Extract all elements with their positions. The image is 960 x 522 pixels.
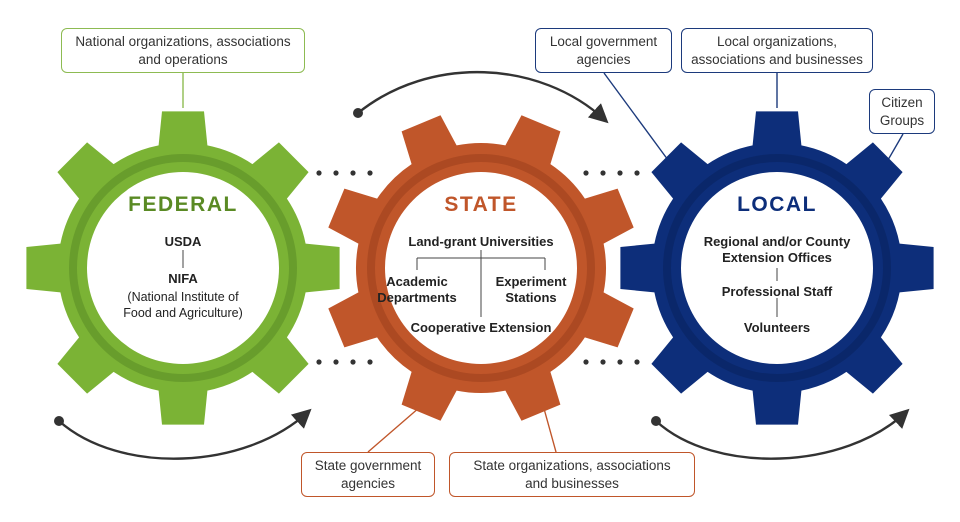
- local-extension-offices: Regional and/or County Extension Offices: [703, 234, 851, 265]
- federal-nifa-full: (National Institute of Food and Agricult…: [123, 290, 243, 320]
- state-academic-departments: Academic Departments: [377, 274, 457, 305]
- callout-local-government: Local government agencies: [535, 28, 672, 73]
- state-universities: Land-grant Universities: [408, 234, 554, 249]
- gear-internal-lines: [182, 250, 778, 317]
- rotation-arrows: [54, 71, 910, 460]
- federal-usda: USDA: [164, 234, 202, 249]
- callout-state-organizations: State organizations, associations and bu…: [449, 452, 695, 497]
- state-experiment-stations: Experiment Stations: [495, 274, 567, 305]
- local-title: LOCAL: [737, 193, 817, 216]
- callout-connectors: [182, 72, 904, 453]
- callout-state-government: State government agencies: [301, 452, 435, 497]
- state-title: STATE: [444, 193, 518, 216]
- callout-national-organizations: National organizations, associations and…: [61, 28, 305, 73]
- bottom-right-rotation-arrow: [651, 408, 910, 460]
- federal-title: FEDERAL: [128, 193, 238, 216]
- federal-nifa: NIFA: [168, 271, 198, 286]
- top-rotation-arrow: [353, 71, 609, 124]
- local-volunteers: Volunteers: [743, 320, 811, 335]
- callout-citizen-groups: Citizen Groups: [869, 89, 935, 134]
- state-cooperative-extension: Cooperative Extension: [410, 320, 552, 335]
- callout-local-organizations: Local organizations, associations and bu…: [681, 28, 873, 73]
- dotted-connectors: [316, 170, 640, 365]
- bottom-left-rotation-arrow: [54, 408, 312, 460]
- local-professional-staff: Professional Staff: [721, 284, 833, 299]
